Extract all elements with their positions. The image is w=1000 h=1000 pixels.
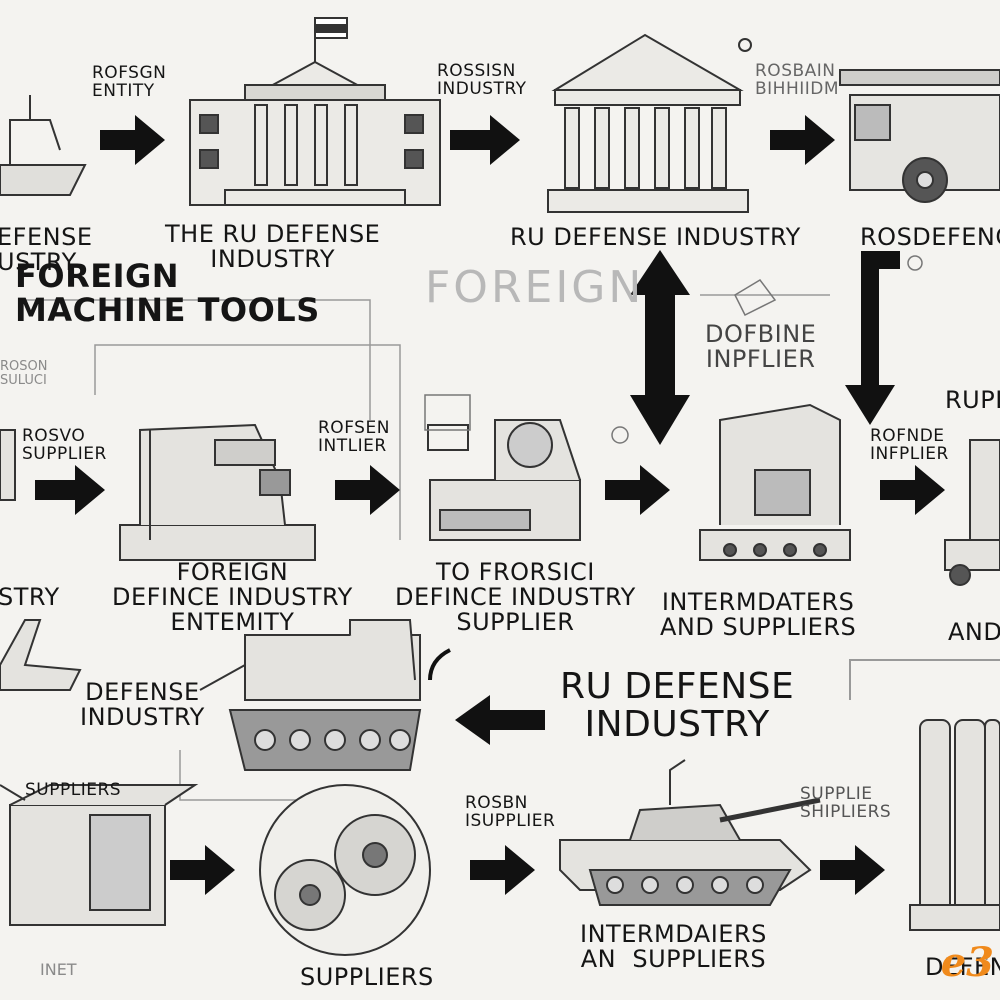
arrow	[880, 465, 945, 515]
machining-center-illustration	[699, 403, 851, 561]
label-dofbine-inpflier: DOFBINE INPFLIER	[705, 320, 817, 374]
label-ru-defense-industry-lower: RU DEFENSE INDUSTRY	[560, 666, 795, 745]
curved-arrow-head	[845, 385, 895, 425]
arrow	[335, 465, 400, 515]
stack-illustration-left	[0, 429, 16, 501]
label-rupl: RUPL	[945, 386, 1000, 414]
jet-illustration	[0, 619, 82, 691]
label-defense-industry-lower-left: DEFENSE INDUSTRY	[80, 678, 205, 732]
sewing-machine-illustration	[119, 423, 316, 561]
label-to-frorsici-supplier: TO FRORSICI DEFINCE INDUSTRY SUPPLIER	[395, 558, 636, 637]
label-rofnde-infplier: ROFNDE INFPLIER	[870, 426, 949, 464]
arrow	[820, 845, 885, 895]
arrow	[170, 845, 235, 895]
label-suppliers-left: SUPPLIERS	[25, 780, 122, 800]
label-the-ru-defense-industry: THE RU DEFENSE INDUSTRY	[165, 220, 381, 274]
label-rossisn-industry: ROSSISN INDUSTRY	[437, 61, 527, 99]
arrow	[100, 115, 165, 165]
tracked-excavator-illustration	[199, 619, 422, 771]
arrow	[35, 465, 105, 515]
arrow	[770, 115, 835, 165]
label-inet: INET	[40, 960, 77, 979]
back-arrow	[455, 695, 545, 745]
temple-illustration	[547, 33, 752, 213]
small-curve-arrow	[428, 648, 451, 681]
truck-trailer-illustration	[944, 439, 1000, 586]
label-intermdaters-suppliers: INTERMDATERS AND SUPPLIERS	[660, 588, 857, 642]
government-building-illustration	[189, 17, 441, 206]
label-rofsen-intlier: ROFSEN INTLIER	[318, 418, 390, 456]
label-supplie-shipliers: SUPPLIE SHIPLIERS	[800, 784, 892, 822]
cnc-machine-illustration	[427, 419, 581, 541]
tank-illustration	[559, 759, 821, 906]
label-defense-industry-left: EFENSE USTRY	[0, 223, 93, 277]
label-intermdaiers-suppliers: INTERMDAIERS AN SUPPLIERS	[580, 920, 767, 974]
arrow	[450, 115, 520, 165]
label-and: AND	[948, 618, 1000, 646]
label-foreign-defince-entemity: FOREIGN DEFINCE INDUSTRY ENTEMITY	[112, 558, 353, 637]
label-foreign-machine-tools: FOREIGN MACHINE TOOLS	[15, 257, 320, 329]
label-rosbain: ROSBAIN BIHHIIDM	[755, 61, 840, 99]
label-ros-defence: ROSDEFENC	[860, 223, 1000, 251]
arrow	[605, 465, 670, 515]
cylinders-illustration	[909, 719, 1000, 931]
label-defen: DEFEN	[925, 953, 1000, 981]
label-left-faint: ROSON SULUCI	[0, 359, 48, 388]
crate-illustration	[0, 784, 199, 926]
crane-truck-illustration	[839, 69, 1000, 203]
watermark-logo: e3	[940, 939, 994, 986]
boat-illustration	[0, 95, 87, 196]
curved-arrow	[861, 251, 900, 390]
double-arrow	[630, 250, 690, 445]
label-suppliers-bottom: SUPPLIERS	[300, 963, 434, 991]
arrow	[470, 845, 535, 895]
gears-illustration	[259, 784, 431, 956]
label-foreign-entity: ROFSGN ENTITY	[92, 63, 167, 101]
ghost-foreign-text: FOREIGN	[425, 262, 645, 313]
label-rosbn-supplier: ROSBN ISUPPLIER	[465, 793, 556, 831]
label-ru-defense-industry-top: RU DEFENSE INDUSTRY	[510, 223, 801, 251]
label-stry: STRY	[0, 583, 60, 611]
label-rosvo-supplier: ROSVO SUPPLIER	[22, 426, 107, 464]
